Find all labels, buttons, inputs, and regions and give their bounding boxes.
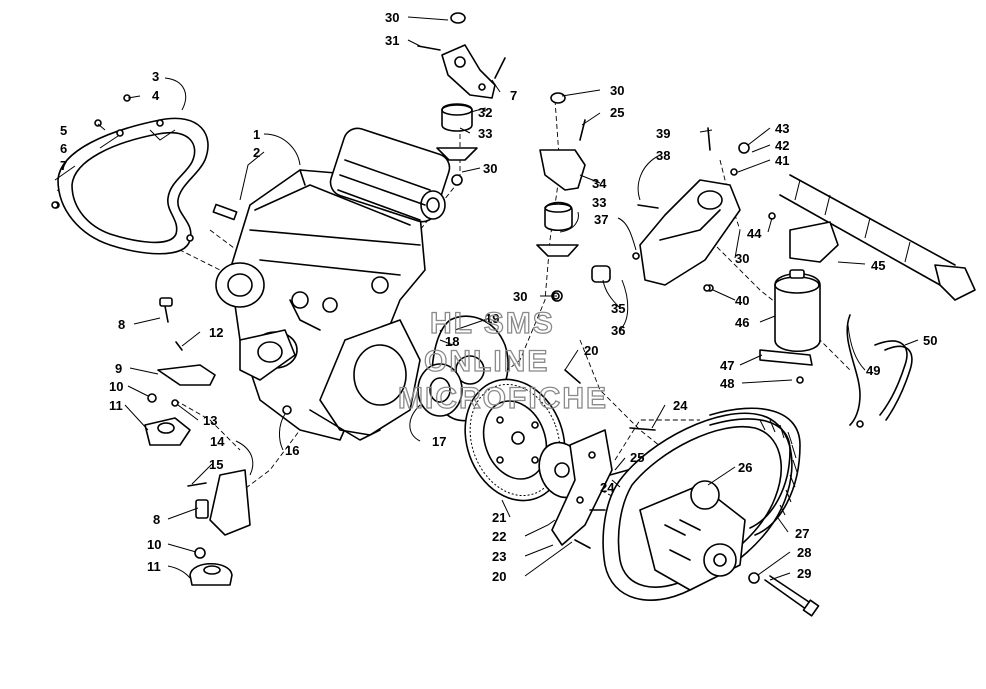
callout-25: 25 — [630, 450, 644, 465]
callout-28: 28 — [797, 545, 811, 560]
callout-39: 39 — [656, 126, 670, 141]
callout-27: 27 — [795, 526, 809, 541]
callout-24: 24 — [600, 480, 615, 495]
callout-43: 43 — [775, 121, 789, 136]
callout-48: 48 — [720, 376, 734, 391]
callout-14: 14 — [210, 434, 225, 449]
callout-32: 32 — [478, 105, 492, 120]
watermark-line-3: MICROFICHE — [398, 382, 608, 415]
callout-17: 17 — [432, 434, 446, 449]
callout-49: 49 — [866, 363, 880, 378]
callout-37: 37 — [594, 212, 608, 227]
callout-1: 1 — [253, 127, 260, 142]
callout-41: 41 — [775, 153, 789, 168]
callout-19: 19 — [485, 311, 499, 326]
callout-11: 11 — [109, 398, 123, 413]
callout-30: 30 — [610, 83, 624, 98]
callout-50: 50 — [923, 333, 937, 348]
callout-4: 4 — [152, 88, 160, 103]
callout-26: 26 — [738, 460, 752, 475]
watermark: HL SMS ONLINE MICROFICHE — [397, 306, 608, 415]
callout-5: 5 — [60, 123, 67, 138]
callout-20: 20 — [584, 343, 598, 358]
callout-21: 21 — [492, 510, 506, 525]
callout-25: 25 — [610, 105, 624, 120]
callout-16: 16 — [285, 443, 299, 458]
callout-33: 33 — [478, 126, 492, 141]
callout-12: 12 — [209, 325, 223, 340]
callout-47: 47 — [720, 358, 734, 373]
callout-30: 30 — [385, 10, 399, 25]
callout-45: 45 — [871, 258, 885, 273]
belt-guard — [52, 117, 209, 255]
oil-tank — [759, 212, 913, 428]
callout-30: 30 — [735, 251, 749, 266]
callout-29: 29 — [797, 566, 811, 581]
rear-mount-bracket — [591, 127, 750, 292]
callout-13: 13 — [203, 413, 217, 428]
callout-44: 44 — [747, 226, 762, 241]
left-mount-parts — [144, 297, 296, 586]
callout-31: 31 — [385, 33, 399, 48]
callout-18: 18 — [445, 334, 459, 349]
callout-10: 10 — [109, 379, 123, 394]
callout-30: 30 — [513, 289, 527, 304]
callout-33: 33 — [592, 195, 606, 210]
callout-10: 10 — [147, 537, 161, 552]
callout-6: 6 — [60, 141, 67, 156]
callout-38: 38 — [656, 148, 670, 163]
watermark-line-1: HL SMS — [430, 307, 555, 340]
callout-46: 46 — [735, 315, 749, 330]
fasteners — [51, 94, 711, 549]
callout-36: 36 — [611, 323, 625, 338]
drive-bracket — [551, 429, 613, 546]
flywheel — [464, 378, 586, 502]
callout-22: 22 — [492, 529, 506, 544]
callout-9: 9 — [115, 361, 122, 376]
callout-15: 15 — [209, 457, 223, 472]
callout-8: 8 — [118, 317, 125, 332]
callout-8: 8 — [153, 512, 160, 527]
callout-23: 23 — [492, 549, 506, 564]
callout-11: 11 — [147, 559, 161, 574]
callout-34: 34 — [592, 176, 607, 191]
right-mount-bracket — [536, 92, 586, 302]
callout-7: 7 — [510, 88, 517, 103]
callout-2: 2 — [253, 145, 260, 160]
callout-7: 7 — [60, 158, 67, 173]
top-engine-mount — [417, 12, 506, 186]
callout-30: 30 — [483, 161, 497, 176]
callout-24: 24 — [673, 398, 688, 413]
callout-numbers: 30 31 7 32 33 30 3 4 5 6 7 1 2 30 25 34 … — [60, 10, 937, 584]
clutch-bolt — [748, 572, 820, 617]
drive-clutch — [602, 412, 793, 601]
callout-3: 3 — [152, 69, 159, 84]
watermark-line-2: ONLINE — [424, 345, 549, 378]
callout-40: 40 — [735, 293, 749, 308]
callout-20: 20 — [492, 569, 506, 584]
callout-42: 42 — [775, 138, 789, 153]
drive-belt — [709, 407, 801, 536]
frame-rail — [779, 174, 976, 301]
callout-35: 35 — [611, 301, 625, 316]
leader-lines — [54, 16, 919, 581]
